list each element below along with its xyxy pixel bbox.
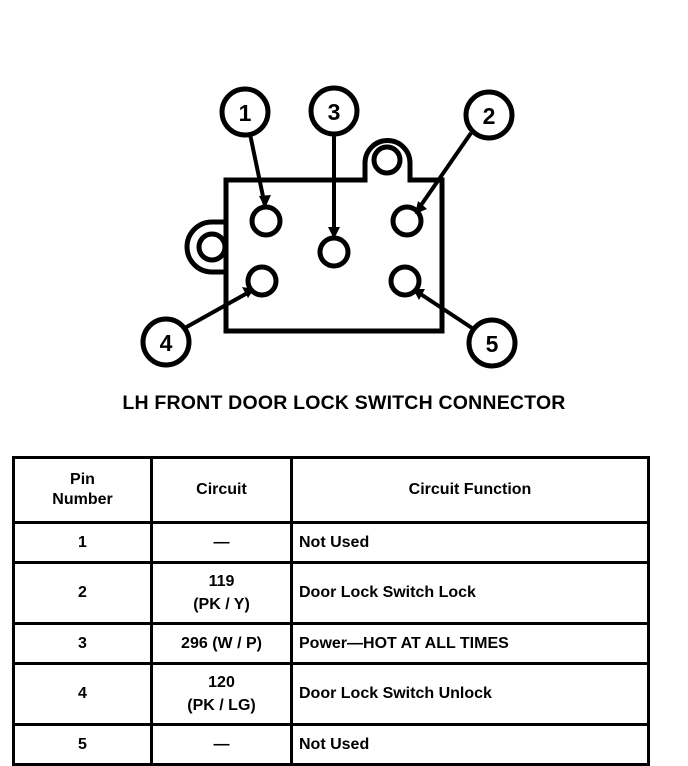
cell-circuit: — [150, 521, 293, 564]
callout-2-label: 2 [483, 103, 496, 129]
pin-cavity-5 [388, 264, 422, 298]
cell-circuit: — [150, 723, 293, 766]
top-mounting-hole [371, 144, 403, 176]
callout-2: 2 [463, 89, 515, 141]
column-header-pin-number: Pin Number [12, 456, 153, 524]
table-row: 3 296 (W / P) Power—HOT AT ALL TIMES [12, 622, 650, 665]
leader-arrow-1 [259, 195, 271, 208]
connector-body-outline [223, 138, 445, 334]
table-row: 5 — Not Used [12, 723, 650, 766]
callout-3: 3 [308, 85, 360, 137]
callout-3-circle [308, 85, 360, 137]
leader-line-2 [415, 131, 473, 213]
callout-4-circle [140, 316, 192, 368]
callout-3-label: 3 [328, 99, 341, 125]
column-header-circuit-function: Circuit Function [290, 456, 650, 524]
cell-pin-number: 2 [12, 561, 153, 625]
callout-1: 1 [219, 86, 271, 138]
cell-pin-number: 1 [12, 521, 153, 564]
pin-cavity-3 [317, 235, 351, 269]
callout-1-circle [219, 86, 271, 138]
leader-line-4 [182, 289, 252, 331]
table-row: 2 119 (PK / Y) Door Lock Switch Lock [12, 561, 650, 625]
callout-5: 5 [466, 317, 518, 369]
column-header-pin-number-line1: Pin [70, 471, 95, 488]
left-mounting-ear [184, 219, 226, 275]
leader-arrow-3 [328, 227, 340, 239]
cell-pin-number: 4 [12, 662, 153, 726]
cell-circuit: 296 (W / P) [150, 622, 293, 665]
cell-circuit: 120 (PK / LG) [150, 662, 293, 726]
leader-line-5 [414, 289, 477, 332]
table-row: 4 120 (PK / LG) Door Lock Switch Unlock [12, 662, 650, 726]
table-row: 1 — Not Used [12, 521, 650, 564]
cell-circuit-function: Door Lock Switch Lock [290, 561, 650, 625]
cell-pin-number: 5 [12, 723, 153, 766]
callout-4: 4 [140, 316, 192, 368]
table-header-row: Pin Number Circuit Circuit Function [12, 456, 650, 524]
table-body: 1 — Not Used 2 119 (PK / Y) Door Lock Sw… [12, 521, 650, 766]
leader-arrow-5 [413, 289, 425, 300]
callout-1-label: 1 [239, 100, 252, 126]
leader-line-1 [248, 133, 267, 207]
connector-illustration: 1 3 2 4 5 [140, 85, 518, 369]
pin-cavity-2 [390, 204, 424, 238]
column-header-pin-number-line2: Number [52, 491, 113, 508]
cell-circuit-function: Not Used [290, 521, 650, 564]
leader-arrow-2 [415, 201, 427, 214]
left-mounting-hole [196, 231, 228, 263]
figure-caption: LH FRONT DOOR LOCK SWITCH CONNECTOR [122, 392, 566, 414]
cell-circuit-function: Not Used [290, 723, 650, 766]
cell-circuit-function: Door Lock Switch Unlock [290, 662, 650, 726]
connector-diagram: 1 3 2 4 5 [0, 0, 688, 380]
cell-circuit-function: Power—HOT AT ALL TIMES [290, 622, 650, 665]
cell-pin-number: 3 [12, 622, 153, 665]
pin-cavity-1 [249, 204, 283, 238]
cell-circuit: 119 (PK / Y) [150, 561, 293, 625]
callout-5-label: 5 [486, 331, 499, 357]
column-header-circuit: Circuit [150, 456, 293, 524]
pin-cavity-4 [245, 264, 279, 298]
pin-table-container: Pin Number Circuit Circuit Function 1 — … [12, 456, 650, 766]
pin-table: Pin Number Circuit Circuit Function 1 — … [12, 456, 650, 766]
callout-4-label: 4 [160, 330, 173, 356]
leader-arrow-4 [242, 287, 254, 298]
callout-5-circle [466, 317, 518, 369]
callout-2-circle [463, 89, 515, 141]
